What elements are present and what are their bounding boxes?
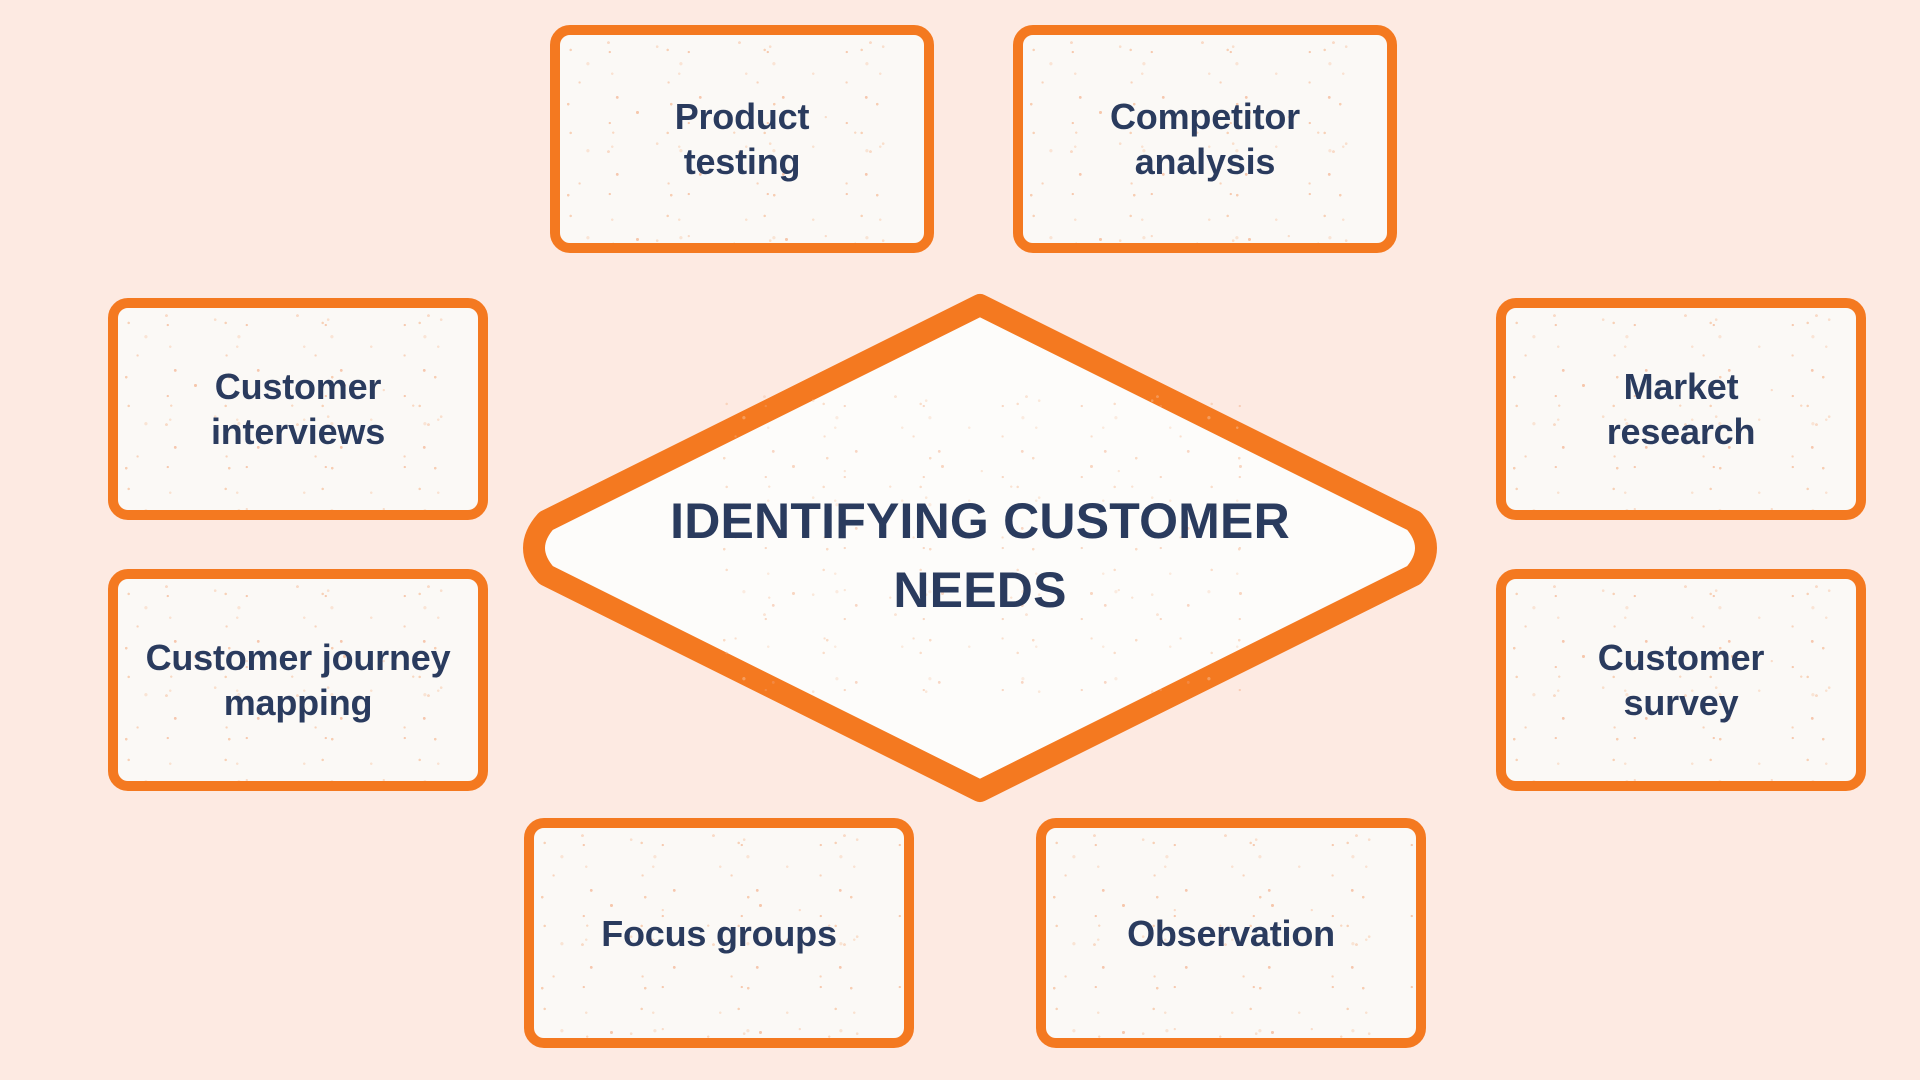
node-label-customer-interviews: Customer interviews xyxy=(210,366,386,452)
node-card-focus-groups[interactable]: Focus groups xyxy=(524,818,914,1048)
node-card-market-research[interactable]: Market research xyxy=(1496,298,1866,520)
node-card-customer-journey-mapping[interactable]: Customer journey mapping xyxy=(108,569,488,791)
node-label-customer-survey: Customer survey xyxy=(1597,637,1765,723)
center-diamond-shape xyxy=(523,294,1437,802)
node-label-product-testing: Product testing xyxy=(674,96,810,182)
node-card-customer-survey[interactable]: Customer survey xyxy=(1496,569,1866,791)
center-node[interactable]: IDENTIFYING CUSTOMER NEEDS xyxy=(508,283,1452,813)
node-card-competitor-analysis[interactable]: Competitor analysis xyxy=(1013,25,1397,253)
node-label-observation: Observation xyxy=(1127,912,1335,954)
node-card-product-testing[interactable]: Product testing xyxy=(550,25,934,253)
node-label-market-research: Market research xyxy=(1606,366,1756,452)
node-label-focus-groups: Focus groups xyxy=(601,912,837,954)
node-card-customer-interviews[interactable]: Customer interviews xyxy=(108,298,488,520)
node-label-customer-journey-mapping: Customer journey mapping xyxy=(145,637,451,723)
node-card-observation[interactable]: Observation xyxy=(1036,818,1426,1048)
node-label-competitor-analysis: Competitor analysis xyxy=(1110,96,1300,182)
center-title: IDENTIFYING CUSTOMER NEEDS xyxy=(670,493,1290,618)
